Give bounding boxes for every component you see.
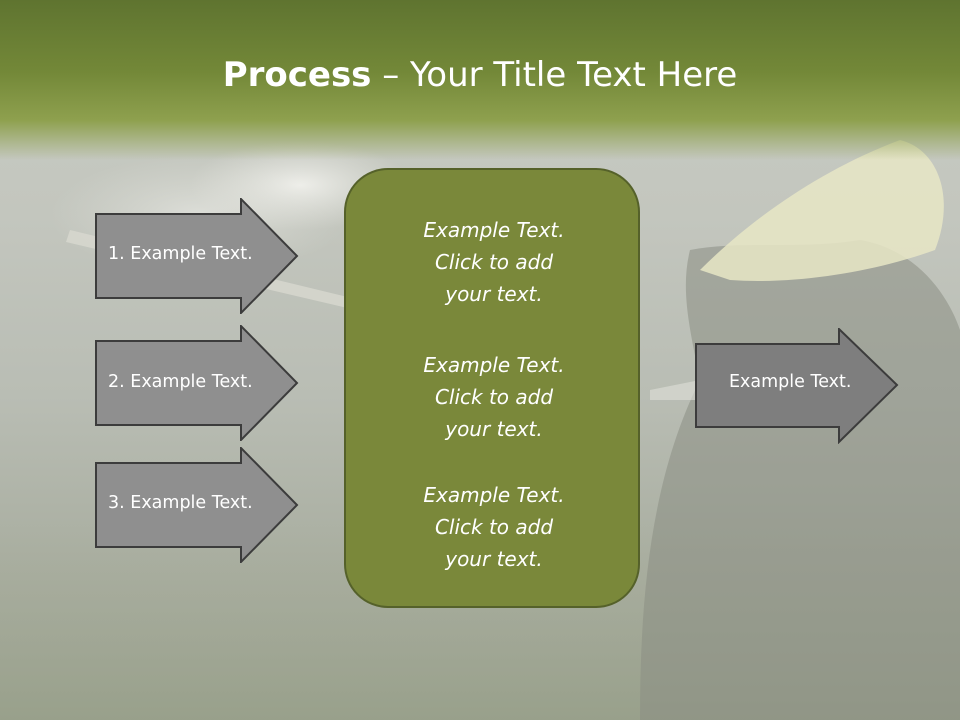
process-text-block-3: Example Text. Click to add your text.	[346, 479, 642, 575]
process-text-block-1: Example Text. Click to add your text.	[346, 214, 642, 310]
process-text-block-2: Example Text. Click to add your text.	[346, 349, 642, 445]
process-text-line: Example Text.	[423, 353, 565, 377]
title-band	[0, 0, 960, 160]
input-arrow-label: 2. Example Text.	[108, 372, 253, 392]
process-text-line: your text.	[445, 282, 543, 306]
input-arrow-1: 1. Example Text.	[95, 198, 299, 314]
input-arrow-label: 3. Example Text.	[108, 493, 253, 513]
process-text-line: Click to add	[434, 250, 554, 274]
process-text-line: your text.	[445, 417, 543, 441]
title-rest: – Your Title Text Here	[371, 55, 738, 95]
process-text-line: Click to add	[434, 515, 554, 539]
input-arrow-label: 1. Example Text.	[108, 244, 253, 264]
output-arrow: Example Text.	[695, 328, 899, 444]
process-text-line: Example Text.	[423, 218, 565, 242]
arrow-shape-icon	[95, 198, 299, 314]
input-arrow-2: 2. Example Text.	[95, 325, 299, 441]
arrow-shape-icon	[95, 325, 299, 441]
process-text-line: Example Text.	[423, 483, 565, 507]
output-arrow-label: Example Text.	[729, 372, 852, 392]
process-box[interactable]: Example Text. Click to add your text. Ex…	[344, 168, 640, 608]
arrow-shape-icon	[95, 447, 299, 563]
process-text-line: Click to add	[434, 385, 554, 409]
arrow-shape-icon	[695, 328, 899, 444]
title-bold: Process	[222, 55, 372, 95]
process-text-line: your text.	[445, 547, 543, 571]
input-arrow-3: 3. Example Text.	[95, 447, 299, 563]
slide-title: Process – Your Title Text Here	[0, 48, 960, 102]
